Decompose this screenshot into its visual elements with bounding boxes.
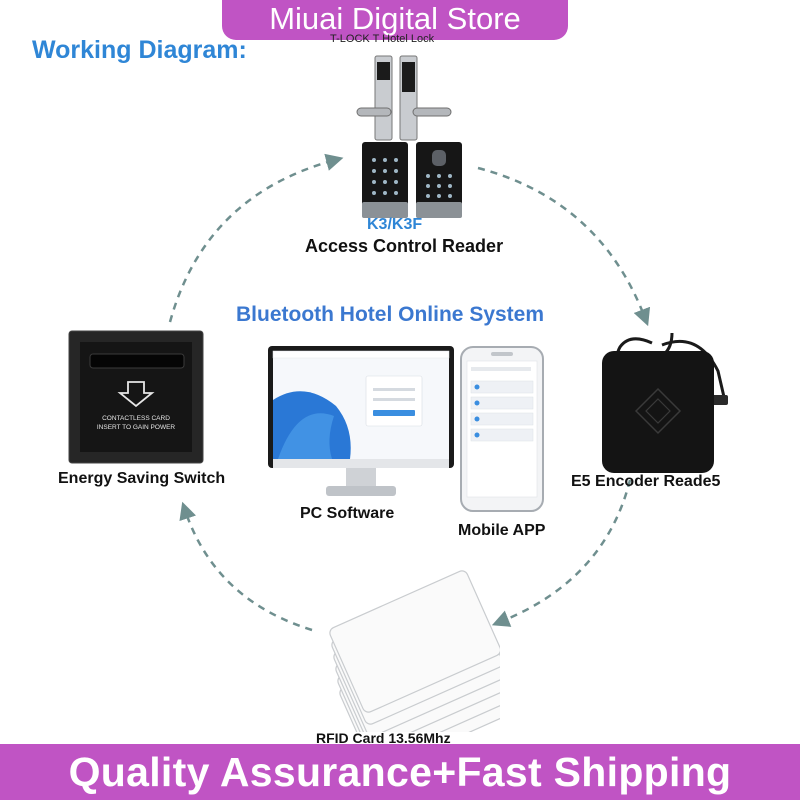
switch-text-1: CONTACTLESS CARD [102, 415, 170, 422]
quality-banner: Quality Assurance+Fast Shipping [0, 744, 800, 800]
arrow-card-to-energy [179, 501, 313, 632]
pc-monitor-image [268, 346, 454, 496]
rfid-card-label: RFID Card 13.56Mhz [316, 730, 451, 746]
rfid-cards-image [329, 570, 500, 732]
arrow-encoder-to-card [491, 479, 632, 627]
arrow-energy-to-lock [168, 153, 344, 323]
system-title: Bluetooth Hotel Online System [236, 303, 545, 326]
pc-software-label: PC Software [300, 505, 395, 522]
hotel-lock-image [356, 55, 452, 141]
reader-model-label: K3/K3F [367, 216, 423, 233]
energy-switch-image: CONTACTLESS CARD INSERT TO GAIN POWER [68, 330, 204, 464]
mobile-app-label: Mobile APP [458, 522, 546, 539]
switch-text-2: INSERT TO GAIN POWER [97, 424, 176, 431]
access-reader-label: Access Control Reader [305, 236, 504, 256]
lock-caption: T-LOCK T Hotel Lock [330, 33, 435, 45]
store-banner: Miuai Digital Store [222, 0, 568, 40]
mobile-phone-image [460, 346, 544, 512]
encoder-device-image [602, 332, 728, 473]
access-reader-image [362, 142, 462, 218]
energy-switch-label: Energy Saving Switch [58, 470, 226, 487]
working-diagram-heading: Working Diagram: [32, 36, 247, 64]
encoder-label: E5 Encoder Reade5 [571, 473, 721, 490]
arrow-lock-to-encoder [477, 166, 651, 327]
